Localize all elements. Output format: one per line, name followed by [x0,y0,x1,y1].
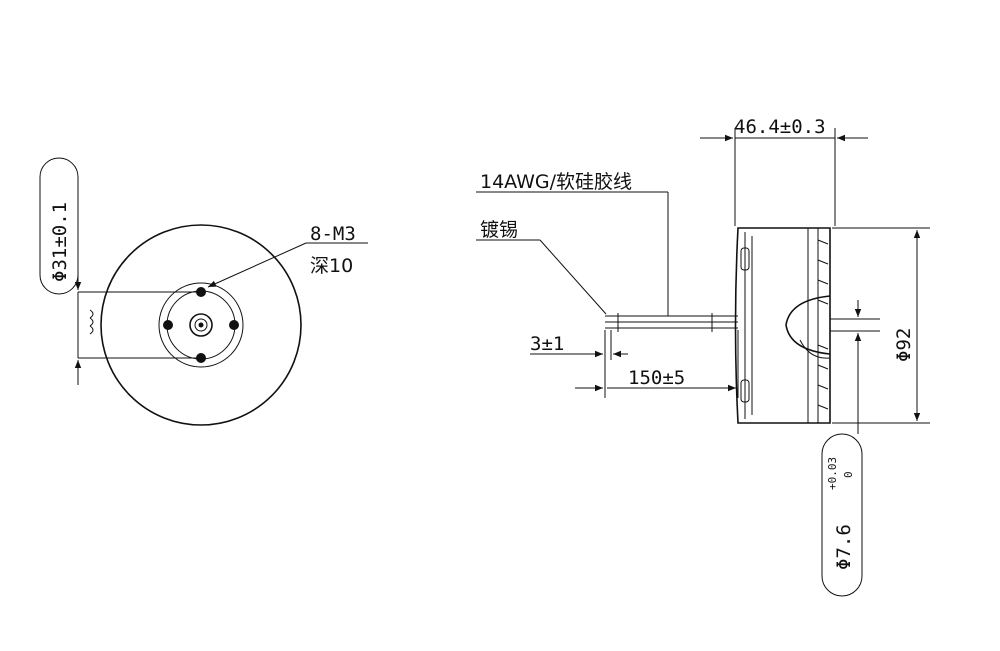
screw-hole-left [163,320,173,330]
cable-spec-label: 14AWG/软硅胶线 [480,171,632,193]
hub-circle [158,282,244,368]
hub-diameter-label: Φ31±0.1 [49,202,71,282]
side-view: 14AWG/软硅胶线 镀锡 3±1 150±5 46.4±0.3 Φ92 Φ7.… [476,116,930,597]
shaft-ring-outer [189,313,213,337]
shaft-tol-upper: +0.03 [826,457,839,490]
hub-diameter-box [39,157,79,295]
shaft-diameter-label: Φ7.6 [833,524,855,570]
screw-spec-label: 8-M3 [310,223,356,245]
hub-dome [785,295,831,355]
shaft-center [198,322,204,328]
motor-height-label: 46.4±0.3 [734,116,826,138]
screw-hole-top [196,287,206,297]
lead-length-label: 150±5 [628,367,685,389]
strip-length-label: 3±1 [530,333,564,355]
shaft-tol-lower: 0 [842,471,855,478]
outer-diameter-label: Φ92 [893,328,915,362]
motor-body-outline [734,227,831,424]
motor-outer-circle [100,224,302,426]
shaft-ring-inner [194,318,208,332]
screw-hole-bottom [196,353,206,363]
screw-depth-label: 深10 [310,255,353,277]
front-view: Φ31±0.1 8-M3 深10 [39,157,368,426]
tinned-label: 镀锡 [480,219,518,241]
shaft-diameter-box [821,433,863,597]
screw-hole-right [229,320,239,330]
